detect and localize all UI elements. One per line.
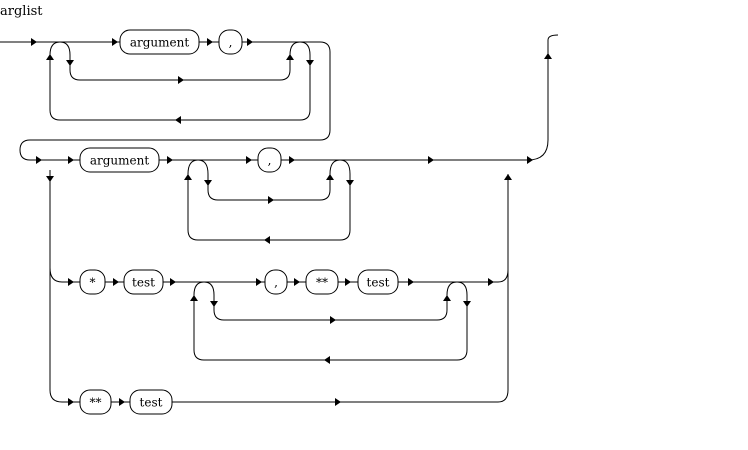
arrow-right-icon bbox=[527, 156, 533, 164]
arrow-right-icon bbox=[408, 278, 414, 286]
arrow-right-icon bbox=[178, 76, 184, 84]
arrow-down-icon bbox=[306, 60, 314, 66]
arrow-right-icon bbox=[207, 38, 213, 46]
arrow-up-icon bbox=[190, 295, 198, 301]
rule-name: arglist bbox=[0, 4, 43, 19]
arrow-down-icon bbox=[204, 180, 212, 186]
arrow-down-icon bbox=[346, 180, 354, 186]
arrow-up-icon bbox=[46, 54, 54, 60]
terminal-star: * bbox=[79, 269, 106, 295]
arrow-up-icon bbox=[504, 174, 512, 180]
svg-text:test: test bbox=[140, 396, 163, 410]
arrow-right-icon bbox=[268, 196, 274, 204]
arrow-up-icon bbox=[443, 295, 451, 301]
arrow-right-icon bbox=[112, 38, 118, 46]
arrow-down-icon bbox=[210, 301, 218, 307]
arrow-right-icon bbox=[488, 278, 494, 286]
arrow-right-icon bbox=[289, 156, 295, 164]
row-1-lines bbox=[0, 34, 559, 161]
svg-text:**: ** bbox=[316, 276, 328, 290]
terminal-argument-1: argument bbox=[119, 29, 200, 55]
row-2-lines bbox=[159, 159, 508, 241]
arrow-up-icon bbox=[286, 54, 294, 60]
terminal-test-1: test bbox=[123, 269, 164, 295]
terminal-comma-2: , bbox=[257, 147, 282, 173]
terminal-test-3: test bbox=[129, 389, 173, 415]
arrow-right-icon bbox=[119, 398, 125, 406]
svg-text:,: , bbox=[229, 36, 233, 50]
terminal-double-star-2: ** bbox=[79, 389, 112, 415]
arrow-right-icon bbox=[68, 278, 74, 286]
arrow-right-icon bbox=[167, 156, 173, 164]
arrow-right-icon bbox=[294, 278, 300, 286]
svg-text:,: , bbox=[268, 154, 272, 168]
terminal-comma-3: , bbox=[264, 269, 288, 295]
terminal-double-star-1: ** bbox=[305, 269, 339, 295]
arrow-right-icon bbox=[335, 398, 341, 406]
arrow-down-icon bbox=[46, 176, 54, 182]
arrow-up-icon bbox=[544, 53, 552, 59]
terminal-argument-2: argument bbox=[79, 147, 160, 173]
terminal-test-2: test bbox=[357, 269, 399, 295]
arrow-right-icon bbox=[345, 278, 351, 286]
arrow-right-icon bbox=[68, 156, 74, 164]
arrow-right-icon bbox=[170, 278, 176, 286]
arrow-right-icon bbox=[36, 156, 42, 164]
arrow-right-icon bbox=[256, 278, 262, 286]
arrow-left-icon bbox=[175, 116, 181, 124]
arrow-left-icon bbox=[264, 236, 270, 244]
arrow-right-icon bbox=[428, 156, 434, 164]
arrow-right-icon bbox=[330, 316, 336, 324]
arrow-down-icon bbox=[463, 301, 471, 307]
arrow-right-icon bbox=[31, 38, 37, 46]
svg-text:,: , bbox=[274, 276, 278, 290]
arrow-up-icon bbox=[184, 174, 192, 180]
svg-text:**: ** bbox=[90, 396, 102, 410]
arrow-left-icon bbox=[324, 356, 330, 364]
arrow-right-icon bbox=[247, 38, 253, 46]
arrow-down-icon bbox=[66, 60, 74, 66]
svg-text:*: * bbox=[90, 276, 96, 290]
arrow-right-icon bbox=[246, 156, 252, 164]
arrow-markers bbox=[31, 38, 552, 406]
arrow-up-icon bbox=[326, 174, 334, 180]
arrow-right-icon bbox=[113, 278, 119, 286]
svg-text:argument: argument bbox=[130, 36, 190, 50]
svg-text:test: test bbox=[367, 276, 390, 290]
terminal-comma-1: , bbox=[218, 29, 243, 55]
svg-text:argument: argument bbox=[90, 154, 150, 168]
arrow-right-icon bbox=[68, 398, 74, 406]
svg-text:test: test bbox=[132, 276, 155, 290]
